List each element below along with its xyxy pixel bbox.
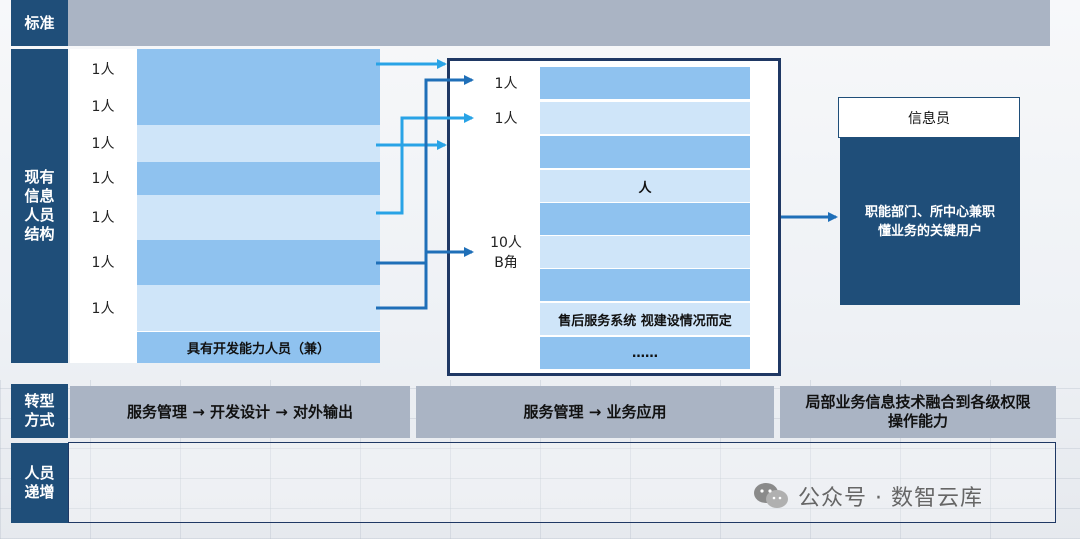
row-label-standard: 标准 xyxy=(11,0,68,46)
left-bar-4 xyxy=(137,195,380,240)
watermark: 公众号 · 数智云库 xyxy=(752,478,1062,514)
transform-right: 局部业务信息技术融合到各级权限 操作能力 xyxy=(780,386,1056,438)
middle-bar-label-1: 人 xyxy=(540,170,750,202)
left-count-3: 1人 xyxy=(70,125,136,161)
left-bar-1 xyxy=(137,49,380,125)
middle-frame xyxy=(447,58,781,376)
row-label-transform: 转型 方式 xyxy=(11,384,68,438)
transform-middle: 服务管理 → 业务应用 xyxy=(416,386,774,438)
row-label-structure: 现有 信息 人员 结构 xyxy=(11,49,68,363)
middle-bar-label-3: …… xyxy=(540,337,750,369)
watermark-text: 公众号 · 数智云库 xyxy=(798,486,983,511)
info-officer-description: 职能部门、所中心兼职 懂业务的关键用户 xyxy=(840,138,1020,305)
left-count-7: 1人 xyxy=(70,285,136,331)
middle-bar-1 xyxy=(540,67,750,99)
left-count-1: 1人 xyxy=(70,51,136,87)
middle-group-role: B角 xyxy=(472,252,540,272)
middle-count-1: 1人 xyxy=(472,66,540,100)
left-bar-5 xyxy=(137,240,380,285)
middle-bar-label-2: 售后服务系统 视建设情况而定 xyxy=(540,303,750,335)
middle-bar-7 xyxy=(540,269,750,301)
left-bar-6 xyxy=(137,285,380,331)
standard-bar xyxy=(68,0,1050,46)
transform-left: 服务管理 → 开发设计 → 对外输出 xyxy=(70,386,410,438)
row-label-growth: 人员 递增 xyxy=(11,443,68,523)
middle-bar-6 xyxy=(540,236,750,268)
left-bar-2 xyxy=(137,125,380,162)
left-count-2: 1人 xyxy=(70,87,136,125)
left-footer-label: 具有开发能力人员（兼） xyxy=(137,332,380,363)
wechat-icon xyxy=(754,483,788,508)
middle-bar-3 xyxy=(540,136,750,168)
left-count-6: 1人 xyxy=(70,239,136,285)
left-bar-3 xyxy=(137,162,380,195)
arrow-3 xyxy=(376,113,474,215)
middle-bar-5 xyxy=(540,203,750,235)
left-count-4: 1人 xyxy=(70,161,136,195)
middle-count-2: 1人 xyxy=(472,101,540,135)
arrow-5 xyxy=(376,247,474,310)
info-officer-title: 信息员 xyxy=(838,97,1020,138)
left-count-5: 1人 xyxy=(70,195,136,239)
middle-bar-2 xyxy=(540,102,750,134)
arrow-4 xyxy=(376,75,474,265)
growth-area xyxy=(68,442,1056,523)
middle-group-count: 10人 xyxy=(472,232,540,252)
